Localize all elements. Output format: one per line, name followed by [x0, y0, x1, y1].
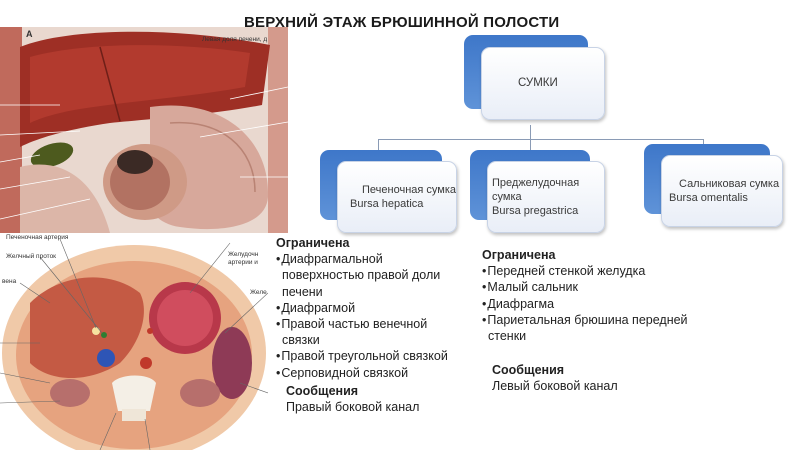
- label-vein: вена: [2, 278, 17, 285]
- page-title: ВЕРХНИЙ ЭТАЖ БРЮШИННОЙ ПОЛОСТИ: [244, 14, 560, 31]
- hepatica-bounded-item: Серповидной связкой: [276, 365, 462, 381]
- pregastrica-bounded-item: Передней стенкой желудка: [482, 263, 688, 279]
- hepatica-latin: Bursa hepatica: [350, 197, 424, 210]
- connector-horizontal: [378, 139, 703, 140]
- connector-root-vertical: [530, 125, 531, 139]
- connector-mid-vertical: [530, 139, 531, 151]
- hepatica-comm-heading: Сообщения: [286, 383, 359, 398]
- hepatica-details: Ограничена Диафрагмальной поверхностью п…: [276, 235, 462, 415]
- abdomen-drawing: [0, 27, 288, 233]
- label-spleen: Желе: [250, 289, 267, 296]
- hepatica-name: Печеночная сумка: [362, 183, 457, 196]
- illustration-letter: А: [26, 29, 33, 39]
- pregastrica-comm-heading: Сообщения: [492, 363, 565, 378]
- omentalis-name: Сальниковая сумка: [679, 177, 780, 190]
- pregastrica-name: Преджелудочная сумка: [492, 176, 580, 203]
- pregastrica-details: Ограничена Передней стенкой желудка Малы…: [482, 247, 688, 395]
- connector-right-vertical: [703, 139, 704, 145]
- pregastrica-bounded-heading: Ограничена: [482, 248, 556, 262]
- hepatica-bounded-item: Диафрагмой: [276, 300, 462, 316]
- diagram-root-label: СУМКИ: [518, 77, 558, 89]
- pregastrica-latin: Bursa pregastrica: [492, 204, 579, 217]
- hepatica-bounded-item: Диафрагмальной поверхностью правой доли …: [276, 251, 462, 300]
- anatomy-illustration-abdomen: А Левая доля печени, д: [0, 27, 288, 233]
- omentalis-latin: Bursa omentalis: [669, 191, 748, 204]
- cross-section-drawing: [0, 233, 268, 450]
- hepatica-bounded-item: Правой частью венечной связки: [276, 316, 462, 348]
- hepatica-comm-text: Правый боковой канал: [286, 400, 420, 415]
- anatomy-illustration-cross-section: Печеночная артерия Желчный проток вена Ж…: [0, 233, 268, 450]
- hepatica-bounded-list: Диафрагмальной поверхностью правой доли …: [276, 251, 462, 381]
- pregastrica-comm-text: Левый боковой канал: [492, 379, 618, 394]
- pregastrica-bounded-item: Париетальная брюшина передней стенки: [482, 312, 688, 344]
- pregastrica-bounded-list: Передней стенкой желудка Малый сальник Д…: [482, 263, 688, 344]
- pregastrica-bounded-item: Диафрагма: [482, 296, 688, 312]
- label-liver-left-lobe: Левая доля печени, д: [202, 36, 268, 43]
- pregastrica-bounded-item: Малый сальник: [482, 279, 688, 295]
- label-gastric-arteries: Желудочн артерии и: [228, 251, 259, 266]
- hepatica-bounded-item: Правой треугольной связкой: [276, 348, 462, 364]
- label-bile-duct: Желчный проток: [6, 253, 57, 260]
- hepatica-bounded-heading: Ограничена: [276, 236, 350, 250]
- label-hepatic-artery: Печеночная артерия: [6, 234, 69, 241]
- connector-left-vertical: [378, 139, 379, 151]
